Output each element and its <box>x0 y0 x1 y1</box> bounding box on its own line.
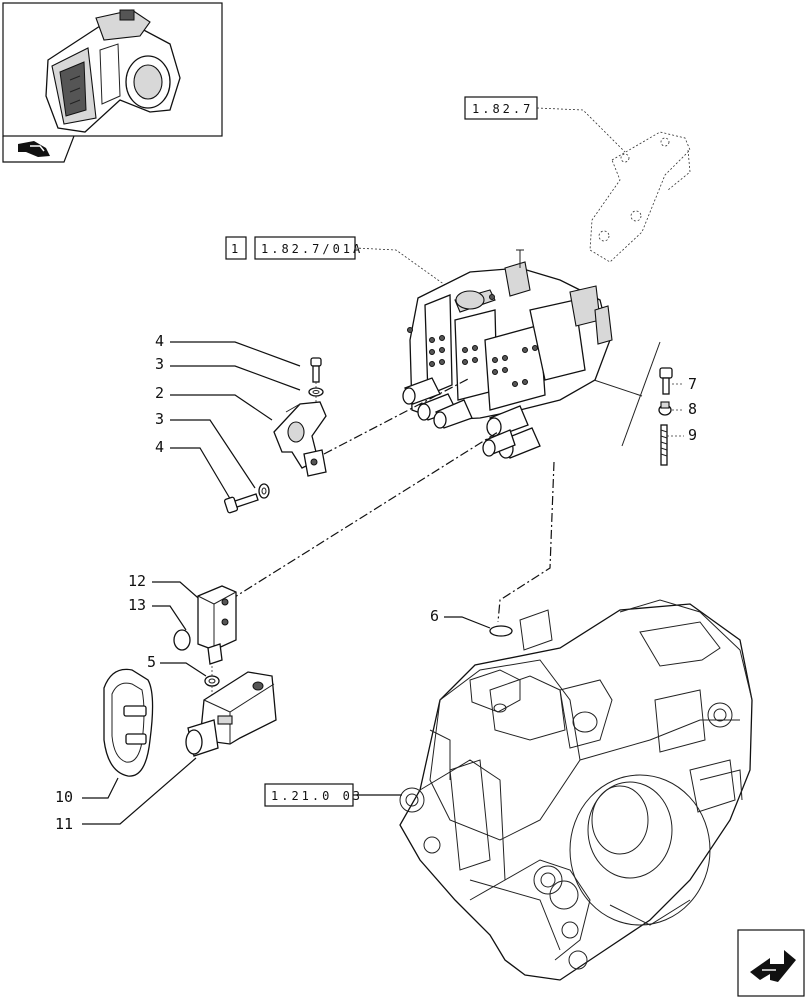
valve-ref-box[interactable]: 1.82.7/01A <box>254 236 363 260</box>
callout-9: 9 <box>688 426 697 444</box>
callout-8: 8 <box>688 400 697 418</box>
stud-part-9 <box>660 424 668 466</box>
check-valve-part-12 <box>197 585 237 665</box>
washer-part-5 <box>204 675 220 687</box>
manifold-block-part-11 <box>185 671 277 757</box>
screw-part-7 <box>659 367 673 395</box>
callout-11: 11 <box>55 815 73 833</box>
hydraulic-control-valve <box>402 249 613 459</box>
callout-5: 5 <box>147 653 156 671</box>
callout-4-bottom: 4 <box>155 438 164 456</box>
housing-ref-label: 1.21.0 03 <box>271 789 363 803</box>
bolt-part-4-top <box>310 357 322 383</box>
bracket-ref-box[interactable]: 1.82.7 <box>464 96 538 120</box>
valve-qty-label: 1 <box>231 242 241 256</box>
washer-part-8 <box>658 401 672 416</box>
protective-cover-part-10 <box>103 668 154 777</box>
transmission-housing <box>399 599 753 981</box>
o-ring-part-6 <box>489 625 513 637</box>
callout-4-top: 4 <box>155 332 164 350</box>
part-selector-icon[interactable] <box>18 141 50 157</box>
washer-part-3-top <box>308 387 324 397</box>
washer-part-3-bottom <box>258 483 270 499</box>
clevis-bracket-part-2 <box>273 401 327 477</box>
callout-12: 12 <box>128 572 146 590</box>
support-bracket <box>589 131 691 263</box>
callout-7: 7 <box>688 375 697 393</box>
valve-ref-label: 1.82.7/01A <box>261 242 363 256</box>
cap-part-13 <box>173 629 191 651</box>
callout-2: 2 <box>155 384 164 402</box>
bracket-ref-label: 1.82.7 <box>472 102 533 116</box>
callout-10: 10 <box>55 788 73 806</box>
bolt-part-4-bottom <box>223 493 259 514</box>
housing-ref-box[interactable]: 1.21.0 03 <box>264 783 363 807</box>
next-page-arrow-icon <box>750 950 796 982</box>
next-page-button[interactable] <box>737 929 805 997</box>
callout-3-top: 3 <box>155 355 164 373</box>
callout-6: 6 <box>430 607 439 625</box>
callout-13: 13 <box>128 596 146 614</box>
valve-qty-box[interactable]: 1 <box>225 236 247 260</box>
tractor-rear-axle-thumbnail <box>45 9 181 133</box>
quick-couplers <box>402 377 541 459</box>
thumbnail-frame <box>2 2 223 163</box>
callout-3-bottom: 3 <box>155 410 164 428</box>
